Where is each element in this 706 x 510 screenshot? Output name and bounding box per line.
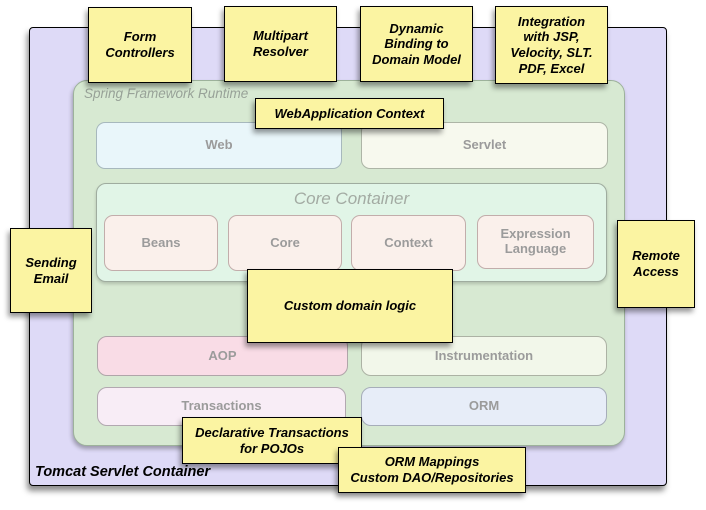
module-beans-label: Beans (141, 234, 181, 250)
module-aop-label: AOP (208, 347, 237, 363)
note-dynamic-binding: Dynamic Binding to Domain Model (360, 6, 473, 82)
module-beans: Beans (104, 215, 218, 271)
module-expression-language-label: Expression Language (500, 226, 571, 256)
tomcat-servlet-container-label: Tomcat Servlet Container (35, 464, 211, 480)
module-instrumentation: Instrumentation (361, 336, 607, 376)
module-context-label: Context (384, 234, 433, 250)
note-integration-views: Integration with JSP, Velocity, SLT. PDF… (495, 6, 608, 84)
note-orm-mappings: ORM Mappings Custom DAO/Repositories (338, 447, 526, 493)
module-web: Web (96, 122, 342, 169)
module-web-label: Web (205, 137, 233, 153)
module-context: Context (351, 215, 466, 271)
note-webapplication-context: WebApplication Context (255, 98, 444, 129)
note-sending-email: Sending Email (10, 228, 92, 313)
module-servlet: Servlet (361, 122, 608, 169)
module-orm-label: ORM (468, 398, 500, 414)
note-multipart-resolver: Multipart Resolver (224, 6, 337, 82)
spring-framework-runtime-label: Spring Framework Runtime (84, 86, 249, 101)
module-expression-language: Expression Language (477, 215, 594, 269)
note-custom-domain-logic: Custom domain logic (247, 269, 453, 343)
module-instrumentation-label: Instrumentation (434, 347, 534, 363)
note-declarative-transactions: Declarative Transactions for POJOs (182, 417, 362, 464)
module-core-label: Core (270, 234, 300, 250)
module-core: Core (228, 215, 342, 271)
module-orm: ORM (361, 387, 607, 426)
note-form-controllers: Form Controllers (88, 7, 192, 83)
module-servlet-label: Servlet (462, 137, 507, 153)
note-remote-access: Remote Access (617, 220, 695, 308)
core-container-title: Core Container (293, 189, 410, 208)
module-transactions-label: Transactions (181, 398, 262, 414)
